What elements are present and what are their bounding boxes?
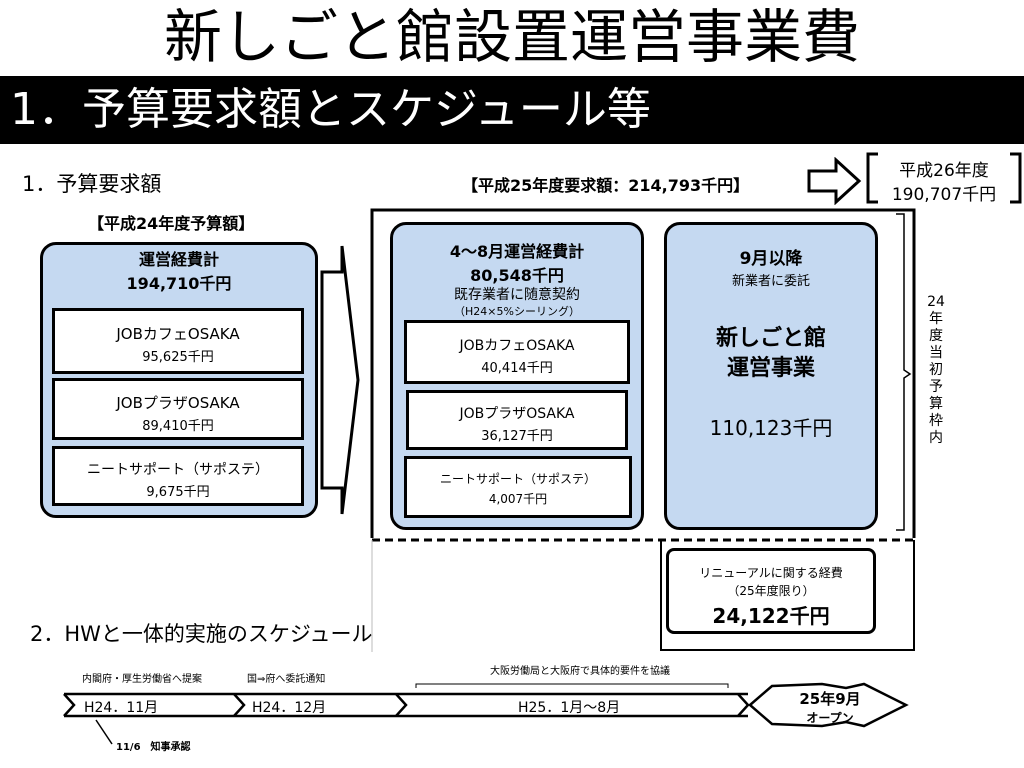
timeline-label-consult: 大阪労働局と大阪府で具体的要件を協議 [490,666,670,677]
fy24-item-jobcafe: JOBカフェOSAKA 95,625千円 [52,308,304,374]
side-note-char: 度 [929,328,943,344]
sep-name-line1: 新しごと館 [715,326,826,351]
apr-aug-contract: 既存業者に随意契約 [454,287,580,303]
approval-note: 11/6 知事承認 [116,742,191,753]
fy24-item-value: 9,675千円 [146,485,210,500]
fy24-item-neet: ニートサポート（サポステ） 9,675千円 [52,446,304,506]
renewal-line2: （25年度限り） [727,584,815,598]
timeline-step-h25: H25．1月～8月 [518,700,621,716]
fy24-total-value: 194,710千円 [126,274,232,293]
side-note-char: 内 [929,430,943,446]
right-arrow-icon [807,157,862,205]
section-banner: 1．予算要求額とスケジュール等 [0,76,1024,144]
fy24-total-label: 運営経費計 [138,250,219,269]
side-note-char: 24 [927,294,945,310]
fy25-request-label: 【平成25年度要求額：214,793千円】 [462,176,750,195]
fy24-item-jobplaza: JOBプラザOSAKA 89,410千円 [52,378,304,440]
apr-aug-item-jobcafe: JOBカフェOSAKA 40,414千円 [404,320,630,384]
timeline-label-notice: 国⇒府へ委託通知 [247,674,326,685]
timeline-step-h24-12: H24．12月 [252,700,327,716]
renewal-line1: リニューアルに関する経費 [699,566,843,580]
apr-aug-item-neet: ニートサポート（サポステ） 4,007千円 [404,456,632,518]
chevron-right-icon [320,245,360,515]
fy24-item-value: 89,410千円 [142,419,214,434]
section-banner-text: 1．予算要求額とスケジュール等 [10,84,651,135]
side-note-char: 年 [929,311,943,327]
sep-value: 110,123千円 [709,416,833,440]
apr-aug-item-value: 4,007千円 [488,492,548,506]
fy26-line2: 190,707千円 [891,185,997,205]
renewal-box [666,548,876,634]
sep-sub: 新業者に委託 [731,274,810,289]
timeline-label-proposal: 内閣府・厚生労働省へ提案 [82,674,202,685]
fy24-label: 【平成24年度予算額】 [88,214,255,233]
side-note-char: 予 [929,379,943,395]
section1-heading: 1．予算要求額 [22,172,162,196]
apr-aug-item-value: 36,127千円 [481,429,553,444]
side-note-char: 枠 [929,413,943,429]
section2-heading: 2．HWと一体的実施のスケジュール [30,622,373,646]
fy25-sep-panel [664,222,878,530]
fy25-frame [370,208,916,652]
fy24-item-name: JOBカフェOSAKA [116,325,240,343]
fy24-item-value: 95,625千円 [142,350,214,365]
sep-name-line2: 運営事業 [726,356,815,381]
open-line1: 25年9月 [799,690,861,708]
apr-aug-item-jobplaza: JOBプラザOSAKA 36,127千円 [406,390,628,450]
fy26-brackets [866,152,1022,204]
side-note-char: 算 [929,396,943,412]
apr-aug-value: 80,548千円 [470,266,564,285]
page-title: 新しごと館設置運営事業費 [163,3,860,71]
apr-aug-item-value: 40,414千円 [481,361,553,376]
apr-aug-title: 4～8月運営経費計 [449,242,585,261]
timeline-bar [63,682,909,745]
timeline-step-h24-11: H24．11月 [84,700,159,716]
fy24-item-name: ニートサポート（サポステ） [87,462,269,478]
fy24-item-name: JOBプラザOSAKA [116,394,240,412]
side-bracket [896,213,912,531]
side-note-char: 当 [929,345,943,361]
fy26-line1: 平成26年度 [899,161,989,181]
open-line2: オープン [806,711,854,725]
side-note-char: 初 [929,362,943,378]
apr-aug-note: （H24×5%シーリング） [454,305,580,318]
apr-aug-item-name: JOBプラザOSAKA [459,406,575,422]
sep-title: 9月以降 [739,249,803,269]
renewal-value: 24,122千円 [712,604,830,628]
apr-aug-item-name: ニートサポート（サポステ） [439,472,596,486]
apr-aug-item-name: JOBカフェOSAKA [459,338,575,354]
